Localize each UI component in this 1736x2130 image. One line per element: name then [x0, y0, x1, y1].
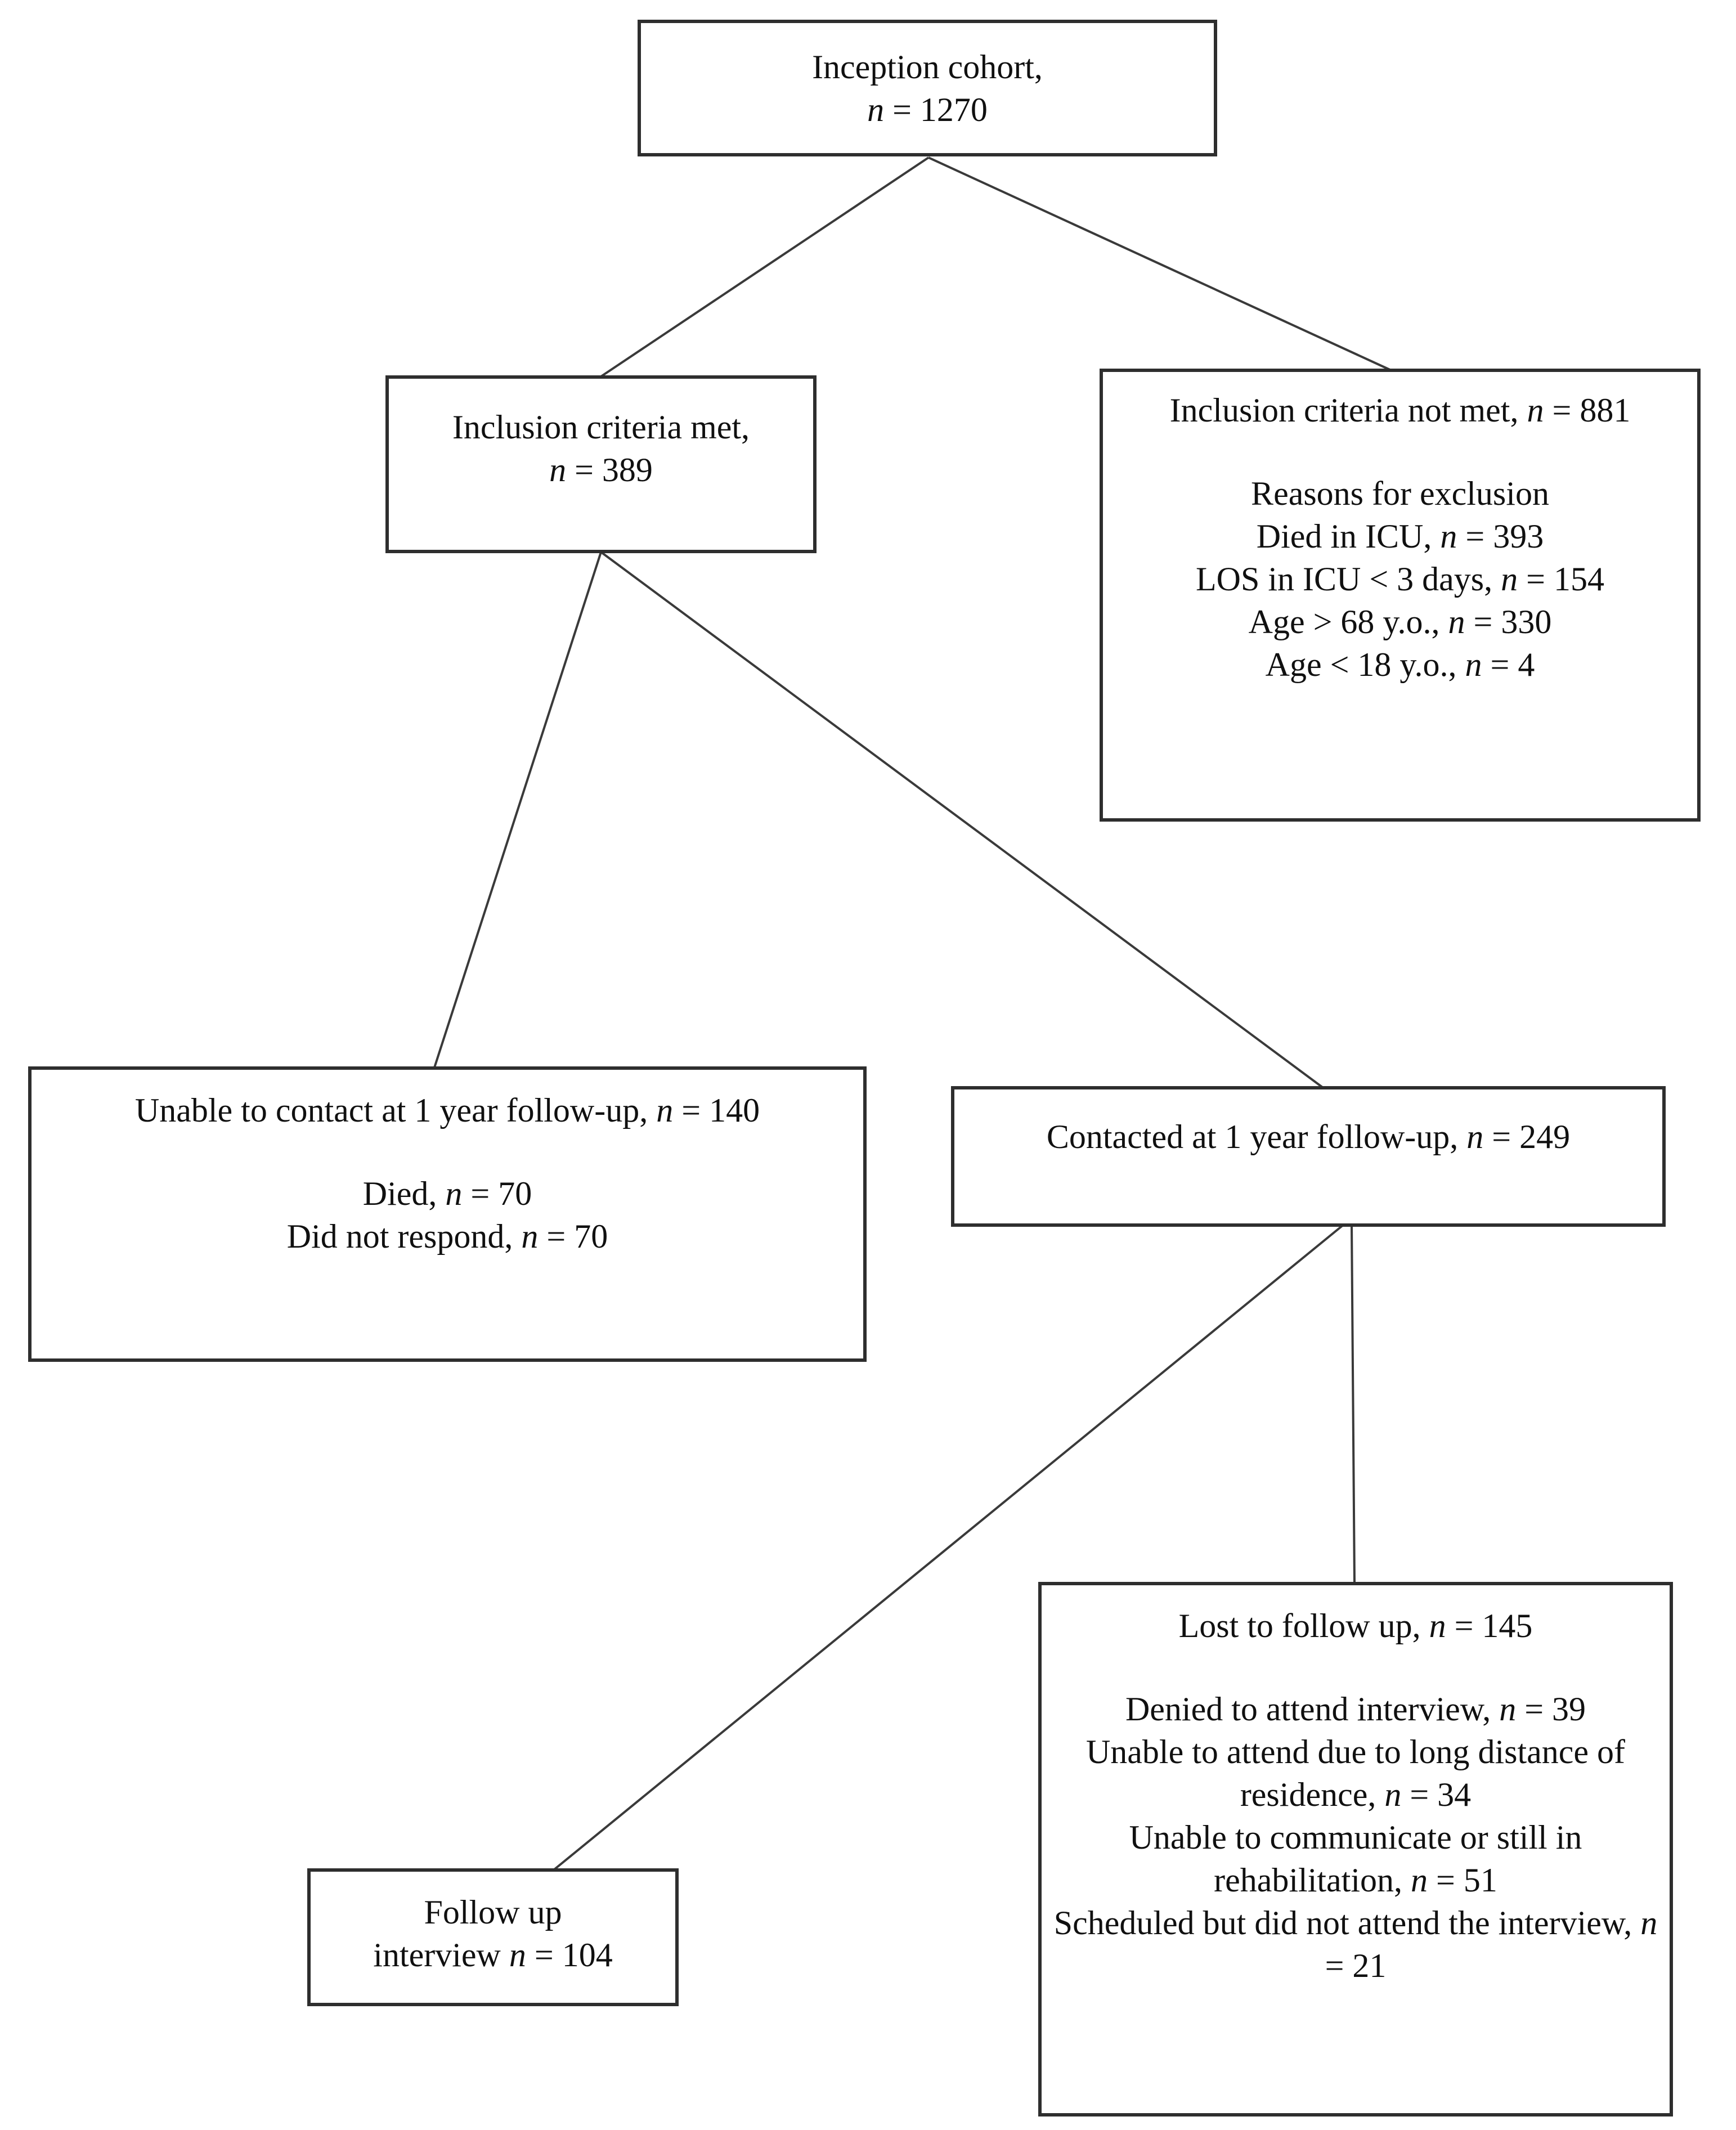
connector-contacted-to-interview — [553, 1223, 1345, 1871]
box-line: Age > 68 y.o., n = 330 — [1248, 603, 1552, 640]
box-line: Lost to follow up, n = 145 — [1178, 1607, 1533, 1644]
box-line: Age < 18 y.o., n = 4 — [1265, 646, 1535, 683]
box-line-spacer — [1103, 432, 1697, 472]
box-line: Unable to communicate or still in rehabi… — [1129, 1819, 1582, 1899]
connector-met-to-contacted — [600, 551, 1324, 1088]
box-line: Reasons for exclusion — [1251, 475, 1549, 512]
box-inclusion-criteria-met: Inclusion criteria met, n = 389 — [385, 375, 817, 553]
box-line: Inclusion criteria not met, n = 881 — [1169, 392, 1631, 429]
connector-inception-to-met — [600, 156, 930, 378]
box-line: Died, n = 70 — [362, 1175, 532, 1212]
box-line: Scheduled but did not attend the intervi… — [1053, 1904, 1658, 1984]
box-line: Did not respond, n = 70 — [286, 1218, 608, 1255]
box-line: Follow up — [424, 1894, 562, 1931]
box-line: n = 389 — [549, 451, 653, 488]
box-unable-to-contact: Unable to contact at 1 year follow-up, n… — [28, 1066, 867, 1362]
box-line: Inclusion criteria met, — [452, 409, 750, 446]
connector-contacted-to-lost — [1351, 1224, 1356, 1584]
box-line: LOS in ICU < 3 days, n = 154 — [1195, 560, 1604, 598]
box-follow-up-interview: Follow up interview n = 104 — [307, 1868, 679, 2006]
connector-inception-to-not-met — [928, 156, 1390, 371]
box-line-spacer — [32, 1132, 863, 1172]
box-line-spacer — [1042, 1647, 1670, 1688]
box-line: Denied to attend interview, n = 39 — [1125, 1690, 1586, 1728]
box-line: Died in ICU, n = 393 — [1256, 518, 1544, 555]
box-line: Inception cohort, — [812, 48, 1043, 86]
box-line: Unable to attend due to long distance of… — [1085, 1733, 1626, 1813]
box-line: interview n = 104 — [373, 1936, 613, 1974]
box-line: Contacted at 1 year follow-up, n = 249 — [1046, 1118, 1571, 1155]
connector-met-to-unable — [433, 551, 602, 1068]
box-contacted: Contacted at 1 year follow-up, n = 249 — [951, 1086, 1666, 1227]
box-line: n = 1270 — [867, 91, 988, 128]
box-line: Unable to contact at 1 year follow-up, n… — [134, 1092, 760, 1129]
box-inception-cohort: Inception cohort, n = 1270 — [638, 20, 1217, 156]
